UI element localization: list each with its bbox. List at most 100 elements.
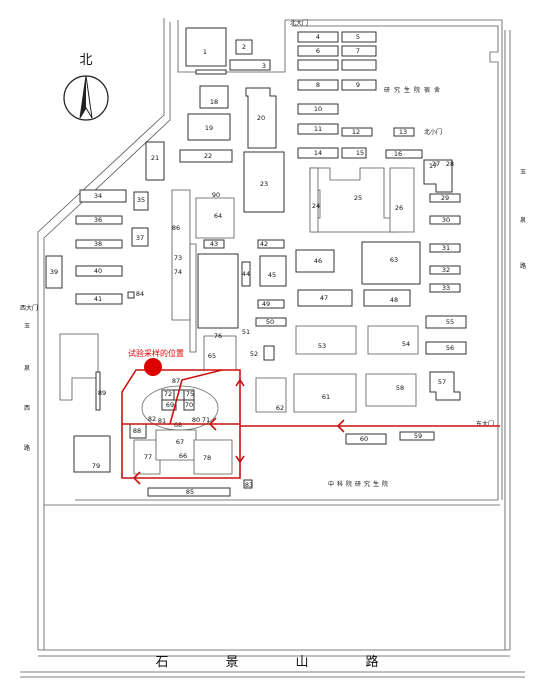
building-48: 48	[390, 296, 398, 304]
building-73: 73	[174, 254, 182, 262]
building-23: 23	[260, 180, 268, 188]
building-61: 61	[322, 393, 330, 401]
building-46: 46	[314, 257, 322, 265]
north-label: 北	[79, 53, 92, 68]
building-52: 52	[250, 350, 258, 358]
building-25: 25	[354, 194, 362, 202]
building-47: 47	[320, 294, 328, 302]
gate-north-main: 北大门	[290, 19, 308, 27]
route-loop	[121, 369, 241, 479]
road-char: 玉	[24, 323, 30, 330]
building-6: 6	[316, 47, 320, 55]
building-40: 40	[94, 267, 102, 275]
building-24: 24	[312, 202, 320, 210]
building-87: 87	[172, 377, 180, 385]
area-cas-graduate-school: 中科院研究生院	[328, 480, 391, 488]
road-char: 泉	[520, 216, 526, 224]
building-29: 29	[441, 194, 449, 202]
road-char: 路	[24, 444, 30, 452]
road-char: 玉	[520, 169, 526, 176]
building-53: 53	[318, 342, 326, 350]
arrow-left-icon	[132, 471, 141, 485]
building-2: 2	[242, 43, 246, 51]
arrow-left-icon	[336, 419, 345, 433]
building-74: 74	[174, 268, 182, 276]
area-graduate-dorm: 研究生院宿舍	[384, 86, 444, 94]
building-84: 84	[136, 290, 144, 298]
building-59: 59	[414, 432, 422, 440]
road-char: 景	[225, 655, 238, 670]
building-89: 89	[98, 389, 106, 397]
building-50: 50	[266, 318, 274, 326]
building-78: 78	[203, 454, 211, 462]
sampling-route	[121, 369, 500, 485]
building-5: 5	[356, 33, 360, 41]
arrow-up-icon	[235, 378, 245, 387]
building-26: 26	[395, 204, 403, 212]
building-19: 19	[205, 124, 213, 132]
building-13: 13	[399, 128, 407, 136]
building-21: 21	[151, 154, 159, 162]
building-39: 39	[50, 268, 58, 276]
building-77: 77	[144, 453, 152, 461]
building-43: 43	[210, 240, 218, 248]
building-32: 32	[442, 266, 450, 274]
building-18: 18	[210, 98, 218, 106]
building-labels: 1 2 3 4 5 6 7 8 9 10 11 12 13 14 15 16 1…	[50, 33, 454, 496]
building-42: 42	[260, 240, 268, 248]
building-4: 4	[316, 33, 320, 41]
building-30: 30	[442, 216, 450, 224]
building-83: 83	[245, 481, 253, 489]
building-72: 72	[164, 390, 172, 398]
building-67: 67	[176, 438, 184, 446]
building-9: 9	[356, 81, 360, 89]
building-56: 56	[446, 344, 454, 352]
building-79: 79	[92, 462, 100, 470]
road-yuquan-west: 玉 泉 西 路	[24, 323, 30, 452]
building-17: 17	[429, 162, 437, 170]
building-block-west	[45, 189, 287, 473]
building-1: 1	[203, 48, 207, 56]
gate-west-main: 西大门	[20, 304, 38, 312]
compass: 北	[63, 53, 109, 121]
building-7: 7	[356, 47, 360, 55]
building-80: 80	[192, 416, 200, 424]
route-spur	[169, 369, 223, 425]
sampling-location: 试验采样的位置	[128, 348, 184, 376]
building-88: 88	[133, 427, 141, 435]
building-44: 44	[242, 270, 250, 278]
sampling-label: 试验采样的位置	[128, 348, 184, 358]
building-71: 71	[202, 416, 210, 424]
place-labels: 北大门 北小门 西大门 东大门 研究生院宿舍 中科院研究生院	[20, 19, 494, 488]
sampling-marker	[144, 358, 162, 376]
boundary-lines	[20, 18, 525, 678]
road-yuquan-east: 玉 泉 路	[520, 169, 526, 270]
building-38: 38	[94, 240, 102, 248]
building-41: 41	[94, 295, 102, 303]
building-20: 20	[257, 114, 265, 122]
building-64: 64	[214, 212, 222, 220]
road-char: 山	[295, 655, 308, 670]
building-22: 22	[204, 152, 212, 160]
building-62: 62	[276, 404, 284, 412]
road-char: 石	[155, 655, 168, 670]
building-60: 60	[360, 435, 368, 443]
building-82: 82	[148, 415, 156, 423]
building-66: 66	[179, 452, 187, 460]
building-block-central	[255, 167, 435, 445]
building-51: 51	[242, 328, 250, 336]
building-90: 90	[212, 191, 220, 199]
building-45: 45	[268, 271, 276, 279]
building-75: 75	[186, 390, 194, 398]
building-8: 8	[316, 81, 320, 89]
building-63: 63	[390, 256, 398, 264]
building-85: 85	[186, 488, 194, 496]
building-37: 37	[136, 234, 144, 242]
building-27: 27	[432, 160, 440, 168]
building-68: 68	[174, 421, 182, 429]
building-31: 31	[442, 244, 450, 252]
building-14: 14	[314, 149, 322, 157]
building-11: 11	[314, 125, 322, 133]
building-58: 58	[396, 384, 404, 392]
